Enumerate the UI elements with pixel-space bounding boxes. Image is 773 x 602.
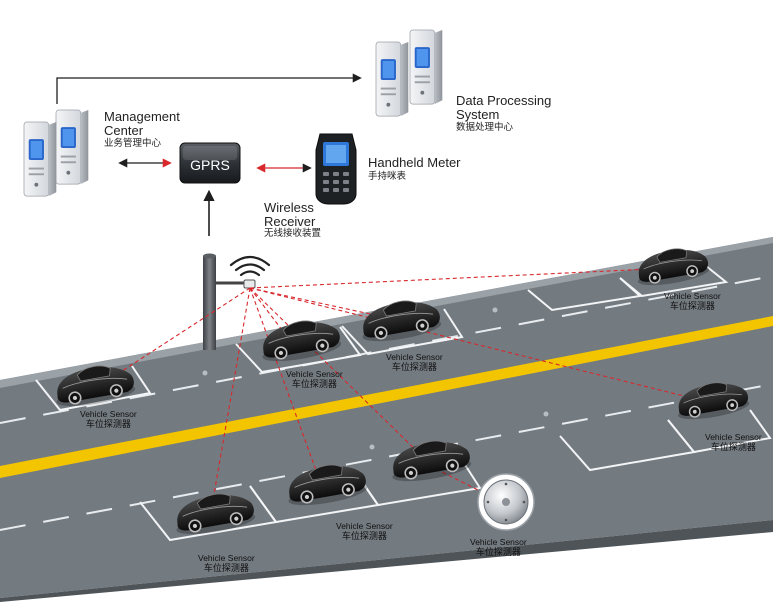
data-processing-title: Data Processing System <box>456 94 551 121</box>
wireless-title-line1: Wireless <box>264 200 314 215</box>
management-title-line1: Management <box>104 109 180 124</box>
handheld-subtitle: 手持咪表 <box>368 171 407 182</box>
sensor-caption: Vehicle Sensor 车位探测器 <box>664 291 721 312</box>
data-processing-title-line2: System <box>456 106 500 122</box>
management-subtitle: 业务管理中心 <box>104 138 162 149</box>
sensor-caption-zh: 车位探测器 <box>203 563 249 574</box>
management-to-data-arrow <box>56 73 362 104</box>
handheld-title: Handheld Meter <box>368 155 461 170</box>
handheld-meter-icon <box>315 133 357 205</box>
sensor-caption-zh: 车位探测器 <box>710 442 756 453</box>
sensor-caption: Vehicle Sensor 车位探测器 <box>198 553 255 574</box>
sensor-caption: Vehicle Sensor 车位探测器 <box>470 537 527 558</box>
sensor-caption: Vehicle Sensor 车位探测器 <box>336 521 393 542</box>
sensor-caption: Vehicle Sensor 车位探测器 <box>286 369 343 390</box>
wireless-subtitle: 无线接收装置 <box>264 228 322 239</box>
sensor-caption-en: Vehicle Sensor <box>705 432 762 442</box>
wireless-title-line2: Receiver <box>264 213 316 229</box>
sensor-caption-zh: 车位探测器 <box>669 301 715 312</box>
sensor-caption-zh: 车位探测器 <box>341 531 387 542</box>
sensor-caption-en: Vehicle Sensor <box>336 521 393 531</box>
sensor-caption-zh: 车位探测器 <box>85 419 131 430</box>
data-processing-server-icon <box>375 29 443 117</box>
sensor-caption-zh: 车位探测器 <box>291 379 337 390</box>
wireless-signal-icon <box>229 255 271 277</box>
management-title: Management Center <box>104 110 180 137</box>
gprs-label: GPRS <box>190 157 230 173</box>
sensor-caption-en: Vehicle Sensor <box>198 553 255 563</box>
sensor-caption-en: Vehicle Sensor <box>664 291 721 301</box>
sensor-caption-en: Vehicle Sensor <box>470 537 527 547</box>
sensor-caption: Vehicle Sensor 车位探测器 <box>705 432 762 453</box>
vehicle-sensor-disc <box>477 473 535 531</box>
sensor-caption-en: Vehicle Sensor <box>386 352 443 362</box>
gprs-box: GPRS <box>179 142 241 184</box>
data-processing-title-line1: Data Processing <box>456 93 552 108</box>
receiver-pole <box>203 253 256 350</box>
sensor-caption-en: Vehicle Sensor <box>286 369 343 379</box>
sensor-caption-zh: 车位探测器 <box>475 547 521 558</box>
sensor-caption: Vehicle Sensor 车位探测器 <box>80 409 137 430</box>
sensor-caption-zh: 车位探测器 <box>391 362 437 373</box>
wireless-title: Wireless Receiver <box>264 201 315 228</box>
management-title-line2: Center <box>104 122 144 138</box>
sensor-caption-en: Vehicle Sensor <box>80 409 137 419</box>
sensor-caption: Vehicle Sensor 车位探测器 <box>386 352 443 373</box>
center-line <box>0 316 773 478</box>
management-server-icon <box>23 109 89 197</box>
data-processing-subtitle: 数据处理中心 <box>456 122 514 133</box>
